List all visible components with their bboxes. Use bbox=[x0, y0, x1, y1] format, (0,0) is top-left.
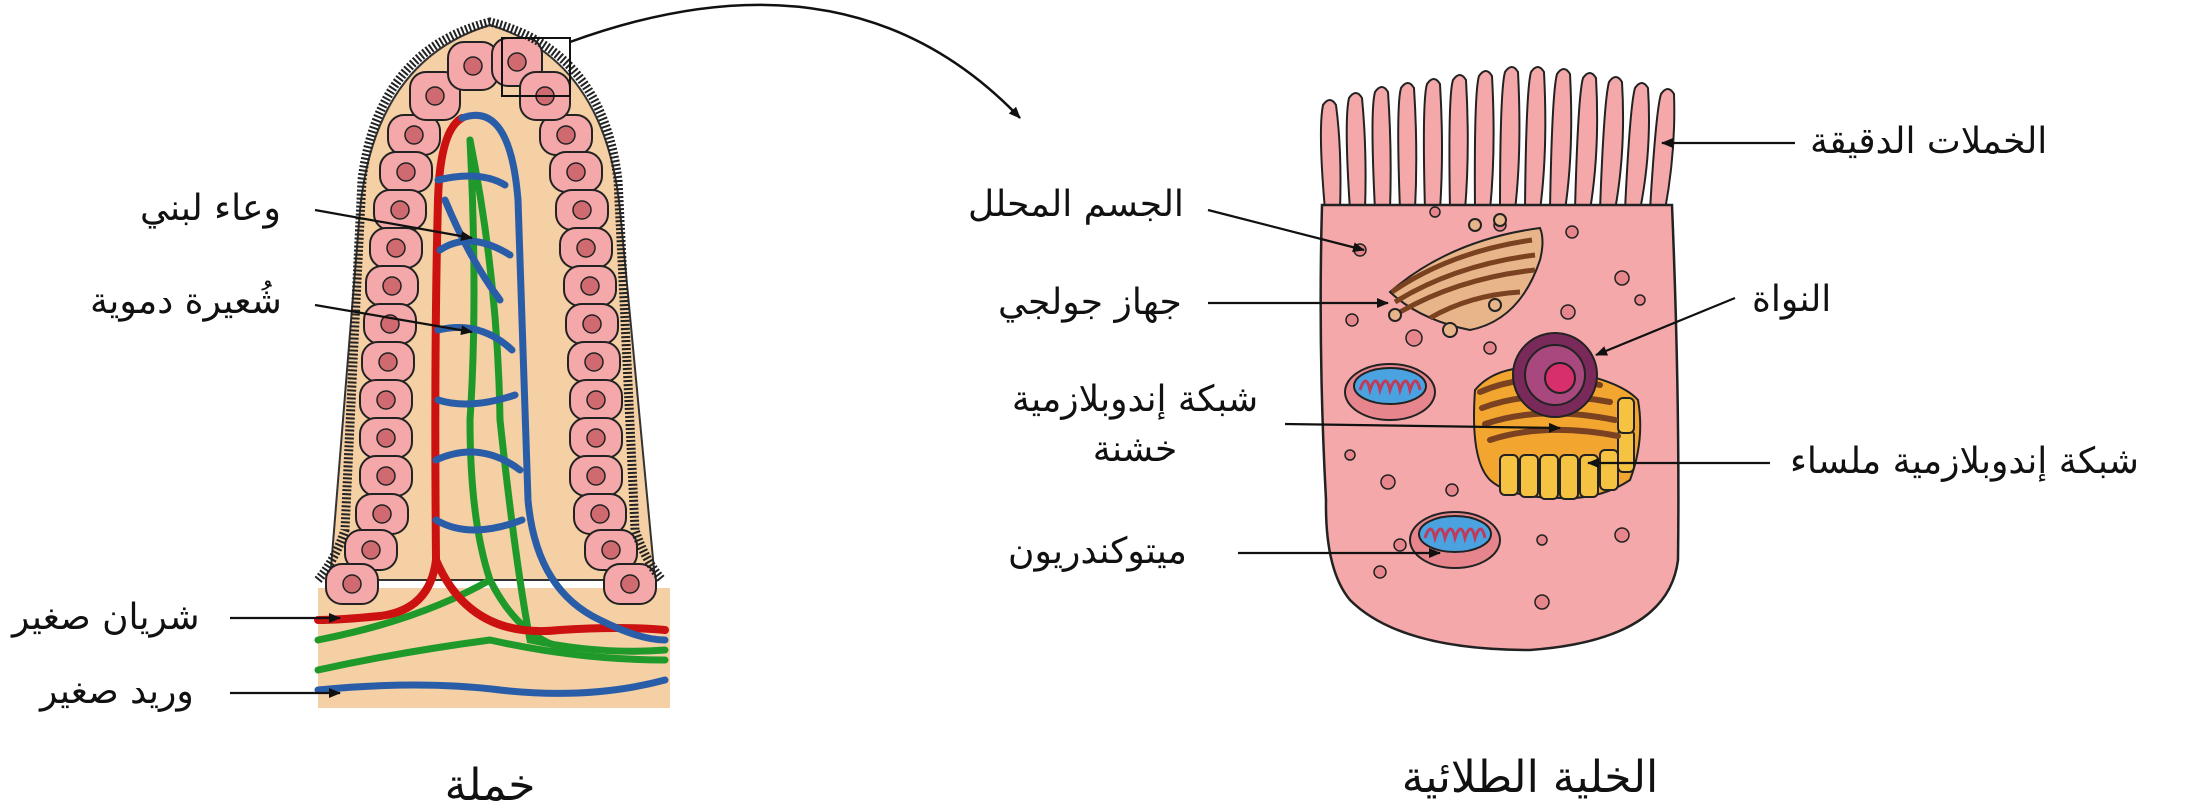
villus bbox=[318, 22, 670, 708]
label-rough-er-line1: شبكة إندوبلازمية bbox=[985, 378, 1285, 421]
mitochondrion-2 bbox=[1410, 512, 1500, 568]
label-smooth-er: شبكة إندوبلازمية ملساء bbox=[1790, 440, 2139, 483]
label-rough-er-line2: خشنة bbox=[985, 428, 1285, 471]
label-arteriole: شريان صغير bbox=[12, 596, 200, 639]
nucleus bbox=[1513, 333, 1597, 417]
caption-epithelial-cell: الخلية الطلائية bbox=[1340, 752, 1720, 803]
label-mitochondrion: ميتوكندريون bbox=[1008, 530, 1187, 573]
epithelial-cell bbox=[1321, 67, 1679, 650]
label-lysosome: الجسم المحلل bbox=[968, 183, 1184, 226]
label-lacteal: وعاء لبني bbox=[140, 187, 281, 230]
caption-villus: خملة bbox=[400, 760, 580, 811]
label-capillary: شُعيرة دموية bbox=[90, 280, 282, 323]
label-golgi: جهاز جولجي bbox=[998, 281, 1182, 324]
microvilli bbox=[1321, 67, 1674, 210]
zoom-arrow bbox=[570, 5, 1020, 118]
mitochondrion-1 bbox=[1345, 364, 1435, 420]
label-microvilli: الخملات الدقيقة bbox=[1810, 120, 2047, 163]
label-venule: وريد صغير bbox=[40, 670, 194, 713]
label-nucleus: النواة bbox=[1752, 278, 1831, 321]
